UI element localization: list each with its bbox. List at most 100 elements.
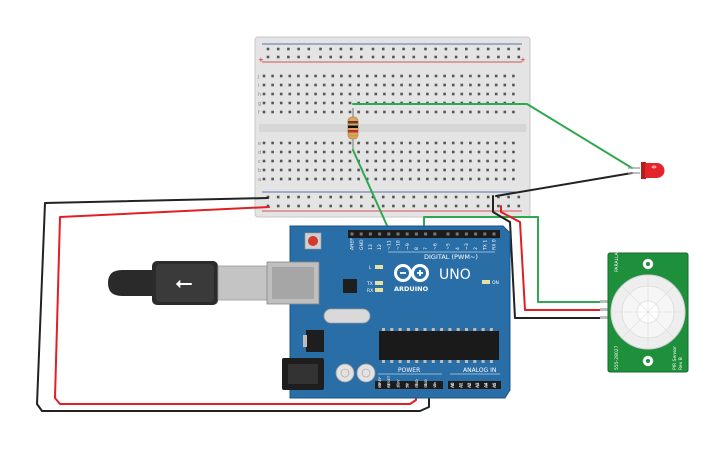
header-pin[interactable] [474, 232, 478, 236]
wire-black-arduino-gnd[interactable] [36, 197, 430, 412]
breadboard-hole [469, 177, 472, 181]
top-rail-holes [266, 47, 521, 59]
breadboard-hole [383, 141, 386, 145]
header-pin[interactable] [467, 383, 471, 387]
wire-green-resistor-to-pin[interactable] [352, 149, 390, 231]
wire-black-led-gnd[interactable] [495, 172, 633, 197]
rail-hole [349, 204, 353, 208]
usb-cable[interactable]: ⭠ [108, 261, 271, 305]
rail-hole [497, 195, 500, 199]
header-pin[interactable] [387, 232, 391, 236]
header-pin[interactable] [378, 383, 381, 387]
breadboard-hole [494, 92, 498, 96]
breadboard-hole [322, 168, 326, 172]
digital-pin-label: 2 [473, 247, 479, 250]
rail-hole [465, 204, 468, 208]
header-pin[interactable] [433, 232, 437, 236]
breadboard-hole [494, 150, 498, 154]
header-pin[interactable] [451, 383, 454, 387]
analog-pin-label: A3 [475, 382, 480, 388]
breadboard-hole [271, 150, 274, 154]
breadboard-row-label: e [258, 141, 261, 147]
resistor[interactable] [347, 108, 359, 150]
rail-hole [486, 204, 490, 208]
header-pin[interactable] [396, 232, 400, 236]
breadboard-hole [314, 141, 317, 145]
header-pin[interactable] [387, 383, 391, 387]
wire-black-pir-gnd[interactable] [492, 195, 605, 319]
header-pin[interactable] [405, 383, 409, 387]
header-pin[interactable] [493, 383, 496, 387]
breadboard-hole [348, 101, 352, 105]
digital-pin-label: RX 0 [492, 239, 498, 250]
breadboard-hole [365, 168, 369, 172]
breadboard-hole [443, 92, 446, 96]
breadboard-hole [477, 150, 481, 154]
led[interactable] [628, 162, 665, 179]
header-pin[interactable] [424, 232, 428, 236]
chip-pin [456, 360, 460, 363]
header-pin[interactable] [414, 383, 418, 387]
breadboard-hole [374, 110, 378, 114]
wire-red-arduino-5v[interactable] [54, 206, 417, 405]
power-header [375, 381, 443, 389]
breadboard-hole [451, 110, 455, 114]
pir-sensor[interactable]: PIR Sensor Rev B 555-28027 PARALLAX [600, 249, 689, 373]
header-pin[interactable] [483, 232, 487, 236]
rail-hole [434, 204, 437, 208]
breadboard-hole [460, 141, 464, 145]
breadboard-hole [331, 74, 335, 78]
header-pin[interactable] [476, 383, 480, 387]
breadboard-hole [314, 110, 317, 114]
usb-plug-grip [156, 264, 214, 302]
digital-pin-label: 12 [377, 244, 383, 250]
header-pin[interactable] [455, 232, 459, 236]
digital-pin-label: 7 [423, 247, 429, 250]
breadboard-hole [374, 159, 378, 163]
header-pin[interactable] [405, 232, 409, 236]
header-pin[interactable] [492, 232, 496, 236]
header-pin[interactable] [368, 232, 372, 236]
breadboard-hole [297, 150, 300, 154]
led-highlight [651, 165, 657, 169]
breadboard-hole [348, 92, 352, 96]
header-pin[interactable] [424, 383, 427, 387]
breadboard-row-label: i [258, 83, 259, 89]
header-pin[interactable] [484, 383, 488, 387]
breadboard-hole [391, 159, 395, 163]
breadboard-hole [305, 150, 309, 154]
header-pin[interactable] [464, 232, 468, 236]
breadboard-hole [400, 92, 403, 96]
power-pin-label: Vin [432, 381, 437, 388]
breadboard-hole [477, 168, 481, 172]
breadboard-hole [477, 159, 481, 163]
led-on [482, 280, 490, 284]
breadboard-hole [262, 74, 266, 78]
header-pin[interactable] [378, 232, 382, 236]
header-pin[interactable] [433, 383, 437, 387]
digital-pin-label: ~5 [446, 243, 452, 250]
wire-green-pir-out[interactable] [423, 216, 605, 303]
wire-green-resistor-to-led[interactable] [352, 103, 633, 169]
reset-button[interactable] [308, 236, 318, 246]
breadboard-hole [503, 83, 507, 87]
rail-hole [517, 195, 521, 199]
wire-red-pir-vcc[interactable] [500, 205, 605, 311]
rail-hole [402, 47, 405, 51]
header-pin[interactable] [396, 383, 400, 387]
rail-hole [402, 204, 405, 208]
breadboard-hole [357, 74, 360, 78]
pir-mount-hole-bottom-inner [646, 359, 650, 363]
chip-pin [489, 360, 493, 363]
header-pin[interactable] [359, 232, 363, 236]
breadboard-hole [297, 168, 300, 172]
rail-hole [329, 55, 332, 59]
header-pin[interactable] [459, 383, 463, 387]
header-pin[interactable] [350, 232, 354, 236]
header-pin[interactable] [414, 232, 418, 236]
breadboard-hole [460, 168, 464, 172]
usb-symbol-icon: ⭠ [175, 271, 193, 296]
header-pin[interactable] [446, 232, 450, 236]
breadboard-hole [486, 177, 489, 181]
